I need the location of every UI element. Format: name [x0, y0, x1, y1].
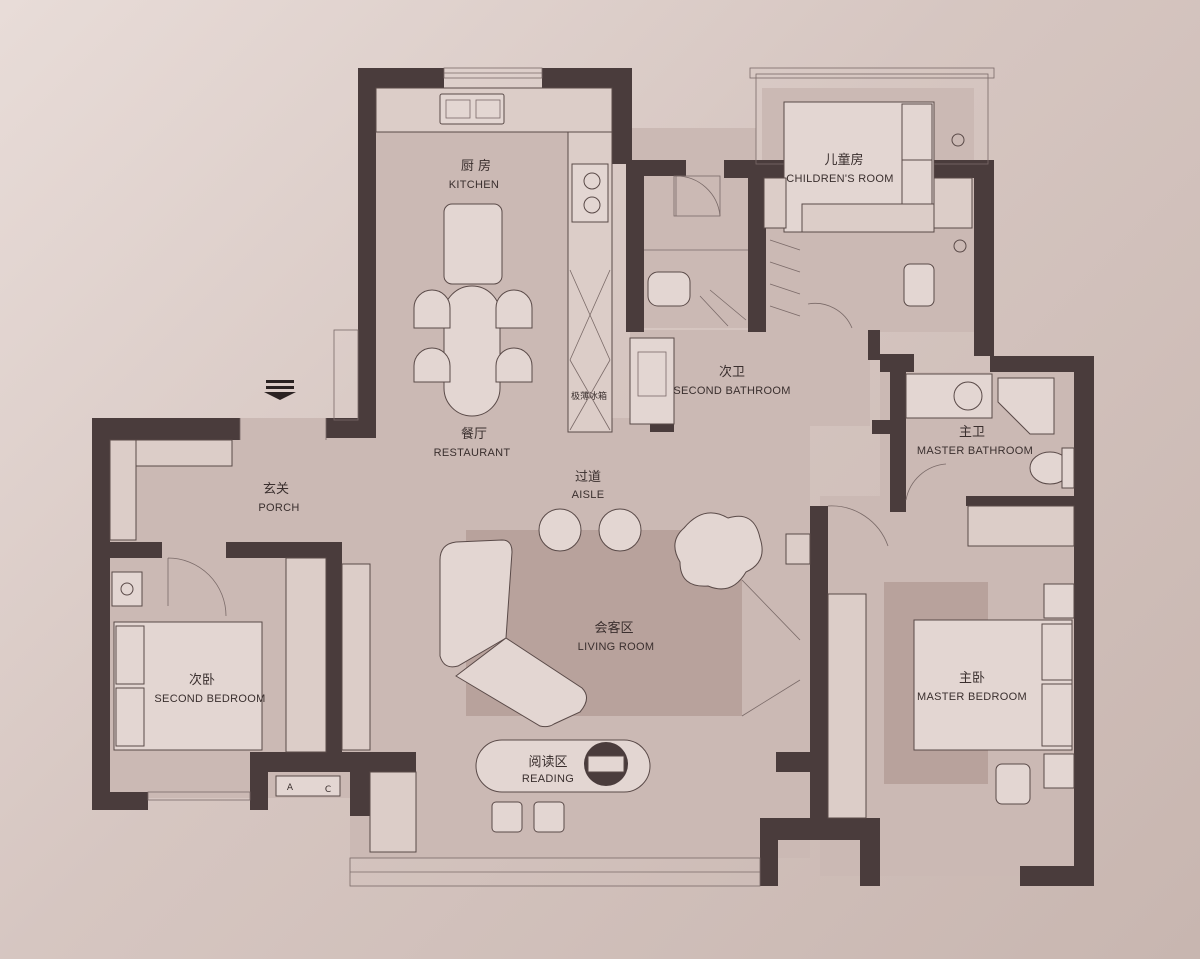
reading-label-cn: 阅读区 [528, 755, 567, 770]
master-bathroom-fixtures [905, 373, 1075, 547]
doors [167, 175, 947, 617]
living-label-en: LIVING ROOM [578, 641, 655, 653]
second-bedroom-label-cn: 次卧 [189, 672, 215, 688]
childrens-room-label-en: CHILDREN'S ROOM [786, 173, 893, 185]
porch-label-en: PORCH [258, 502, 299, 514]
master-bathroom-label-en: MASTER BATHROOM [917, 445, 1033, 457]
master-bathroom-label-cn: 主卫 [959, 425, 985, 440]
childrens-room-label-cn: 儿童房 [824, 152, 863, 168]
fridge-label: 极薄冰箱 [571, 390, 607, 402]
panel-letter-c: C [325, 785, 331, 795]
kitchen-label-en: KITCHEN [449, 179, 499, 191]
kitchen-fixtures [375, 87, 613, 433]
master-bedroom-fixtures [785, 533, 1075, 819]
entrance-arrow-icon [264, 380, 296, 400]
aisle-label-en: AISLE [572, 489, 605, 501]
room-labels: 厨 房 KITCHEN 餐厅 RESTAURANT 过道 AISLE 玄关 PO… [154, 152, 1033, 795]
restaurant-label-cn: 餐厅 [461, 426, 487, 442]
living-label-cn: 会客区 [594, 620, 633, 636]
restaurant-label-en: RESTAURANT [434, 447, 511, 459]
master-bedroom-label-en: MASTER BEDROOM [917, 691, 1027, 703]
second-bathroom-fixtures [629, 175, 748, 425]
panel-letter-a: A [287, 783, 294, 793]
second-bedroom-fixtures [109, 439, 417, 853]
second-bathroom-label-en: SECOND BATHROOM [673, 385, 790, 397]
second-bathroom-label-cn: 次卫 [719, 364, 745, 380]
porch-label-cn: 玄关 [263, 482, 289, 497]
living-fixtures [439, 508, 801, 833]
childrens-room-fixtures [763, 101, 973, 317]
second-bedroom-label-en: SECOND BEDROOM [154, 693, 265, 705]
kitchen-label-cn: 厨 房 [461, 158, 491, 174]
master-bedroom-label-cn: 主卧 [959, 671, 985, 686]
walls [92, 68, 1094, 886]
reading-label-en: READING [522, 773, 574, 785]
aisle-label-cn: 过道 [575, 470, 601, 485]
